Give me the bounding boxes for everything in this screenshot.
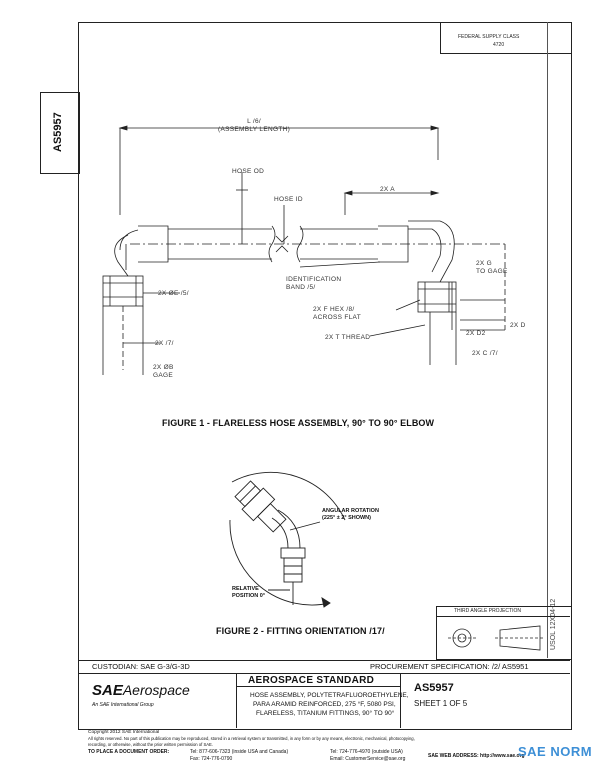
relative-position-label: RELATIVE POSITION 0° [232,586,266,599]
fed-supply-box [440,22,572,54]
sae-logo-sub: An SAE International Group [92,702,154,708]
footer-web[interactable]: SAE WEB ADDRESS: http://www.sae.org [428,753,525,759]
twox-f-hex-label: 2X F HEX /8/ ACROSS FLAT [313,306,361,321]
title-block-top-line [78,660,570,661]
assembly-length-label: L /6/ (ASSEMBLY LENGTH) [218,118,290,134]
footer-fax: Fax: 724-776-0790 [190,756,233,762]
footer-rights: All rights reserved. No part of this pub… [88,736,415,741]
title-doc-number: AS5957 [414,682,454,694]
fed-supply-value: 4720 [493,42,505,48]
right-margin-line [547,22,548,658]
description-line1: HOSE ASSEMBLY, POLYTETRAFLUOROETHYLENE, [250,692,409,699]
title-block-title-line [236,686,400,687]
sae-logo: SAEAerospace [92,682,190,700]
procurement-text: PROCUREMENT SPECIFICATION: /2/ AS5951 [370,662,529,671]
title-block-col2 [400,673,401,728]
sae-norm-watermark: SAE NORM [518,744,593,759]
side-doc-tab [40,92,80,174]
third-angle-divider [436,616,570,617]
identification-band-label: IDENTIFICATION BAND /5/ [286,276,342,291]
title-block-col1 [236,673,237,728]
custodian-text: CUSTODIAN: SAE G-3/G-3D [92,662,190,671]
drawing-border [78,22,572,730]
angular-rotation-label: ANGULAR ROTATION (225° ± 2° SHOWN) [322,508,379,521]
sae-logo-aerospace: Aerospace [122,682,190,698]
twox-t-thread-label: 2X T THREAD [325,334,371,341]
twox-d-label: 2X D [510,322,526,329]
twox-7-label: 2X /7/ [155,340,174,347]
footer-email: Email: CustomerService@sae.org [330,756,406,762]
fed-supply-label: FEDERAL SUPPLY CLASS [458,34,520,40]
description-line3: FLARELESS, TITANIUM FITTINGS, 90° TO 90° [256,710,395,717]
description-line2: PARA ARAMID REINFORCED, 275 °F, 5080 PSI… [253,701,396,708]
twox-c-label: 2X C /7/ [472,350,498,357]
assembly-length-text: L /6/ (ASSEMBLY LENGTH) [218,118,291,133]
figure2-caption: FIGURE 2 - FITTING ORIENTATION /17/ [216,626,385,636]
sae-logo-mark: SAE [92,682,123,699]
footer-to-place: TO PLACE A DOCUMENT ORDER: [88,749,170,755]
hose-id-label: HOSE ID [274,196,303,203]
third-angle-box [436,606,572,660]
twox-gage-label: 2X ØB GAGE [153,364,174,379]
twox-g-gage-label: 2X G TO GAGE [476,260,508,275]
footer-rights2: recording, or otherwise, without the pri… [88,742,213,747]
standard-title: AEROSPACE STANDARD [248,675,375,686]
hose-od-label: HOSE OD [232,168,265,175]
figure1-caption: FIGURE 1 - FLARELESS HOSE ASSEMBLY, 90° … [162,418,435,428]
third-angle-label: THIRD ANGLE PROJECTION [454,608,521,614]
twox-d2-label: 2X D2 [466,330,486,337]
twox-od-b-label: 2X ØE /5/ [158,290,189,297]
footer-copyright: Copyright 2012 SAE International [88,730,160,735]
title-sheet: SHEET 1 OF 5 [414,699,468,708]
twox-a-label: 2X A [380,186,395,193]
footer-tel1: Tel: 877-606-7323 (inside USA and Canada… [190,749,289,755]
footer-tel2: Tel: 724-776-4970 (outside USA) [330,749,403,755]
title-block-line-2 [78,673,570,674]
